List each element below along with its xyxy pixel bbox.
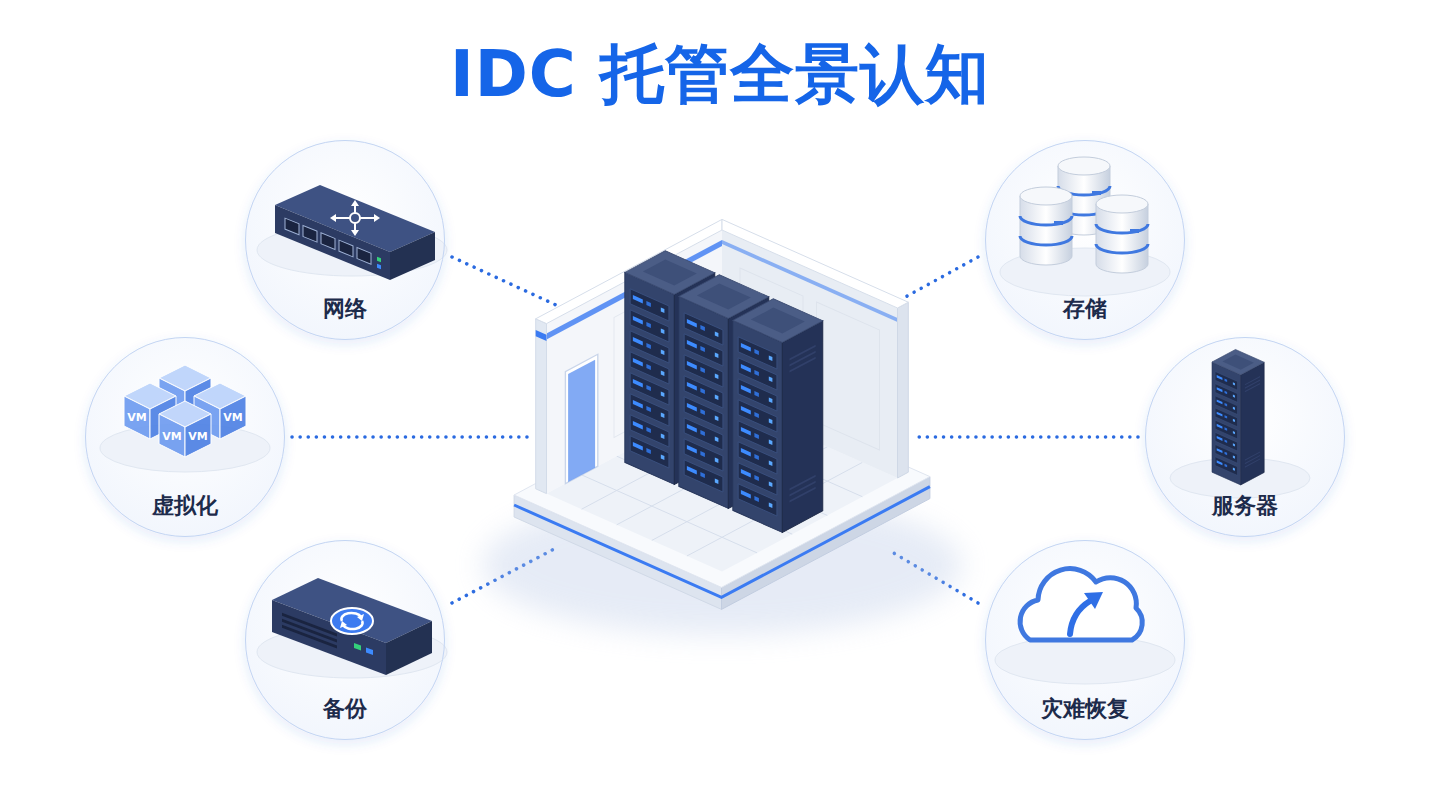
backup-icon	[354, 643, 361, 651]
virtualization-icon	[124, 396, 150, 439]
dotted-link	[292, 257, 1138, 603]
backup-icon	[366, 647, 373, 655]
icon-circle-node: 网络	[245, 140, 445, 340]
storage-icon	[1096, 195, 1148, 213]
title: IDC 托管全景认知	[0, 36, 1440, 113]
dotted-link	[452, 257, 556, 305]
backup-icon	[386, 621, 432, 675]
datacenter-room	[568, 360, 595, 482]
cloud-recovery-icon	[995, 569, 1175, 684]
network-switch-icon	[351, 230, 359, 236]
datacenter-room	[817, 302, 880, 450]
storage-icon	[1000, 157, 1170, 296]
vm-label: VM	[223, 412, 242, 423]
node-label: 存储	[1063, 296, 1107, 322]
network-switch-icon	[285, 218, 381, 269]
backup-icon	[282, 625, 337, 649]
icon-circle	[85, 337, 285, 537]
virtualization-icon	[220, 396, 246, 439]
backup-icon	[340, 621, 347, 628]
storage-icon	[1058, 157, 1110, 175]
backup-icon	[357, 614, 364, 621]
datacenter-room	[733, 299, 823, 533]
icon-circle-node: 备份	[245, 540, 445, 740]
virtualization-icon	[100, 365, 270, 472]
network-switch-icon	[330, 214, 336, 222]
storage-icon	[1020, 216, 1072, 225]
vm-label: VM	[188, 431, 207, 442]
storage-icon	[1020, 187, 1072, 205]
storage-icon	[1020, 236, 1072, 245]
network-switch-icon	[351, 200, 359, 206]
icon-circle-node: 存储	[985, 140, 1185, 340]
cloud-recovery-icon	[1020, 569, 1142, 640]
icon-circle	[985, 140, 1185, 340]
storage-icon	[1092, 191, 1101, 195]
backup-icon	[257, 578, 447, 678]
datacenter-room	[536, 319, 547, 494]
network-switch-icon	[377, 257, 381, 263]
node-label: 网络	[323, 296, 367, 322]
network-switch-icon	[377, 264, 381, 270]
virtualization-icon	[159, 414, 185, 457]
network-switch-icon	[275, 205, 390, 280]
node-label: 灾难恢复	[1041, 696, 1129, 722]
dotted-link	[912, 435, 1138, 439]
node-label: 虚拟化	[152, 493, 218, 519]
icon-circle-node: 灾难恢复	[985, 540, 1185, 740]
datacenter-room	[482, 219, 962, 635]
datacenter-room	[565, 354, 597, 483]
server-icon	[1170, 349, 1310, 498]
storage-icon	[1020, 196, 1072, 265]
network-switch-icon	[303, 225, 317, 242]
network-switch-icon	[350, 213, 360, 223]
icon-circle	[85, 140, 1345, 740]
network-switch-icon	[257, 185, 447, 280]
datacenter-room	[898, 302, 909, 478]
icon-circle	[985, 540, 1185, 740]
network-switch-icon	[374, 214, 380, 222]
network-switch-icon	[390, 232, 435, 280]
network-switch-icon	[339, 240, 353, 257]
storage-icon	[1096, 224, 1148, 233]
network-switch-icon	[357, 248, 371, 265]
storage-icon	[1054, 221, 1063, 225]
icon-circle-node: 服务器	[1145, 337, 1345, 537]
virtualization-icon	[124, 365, 246, 457]
server-icon	[1212, 349, 1264, 484]
network-switch-icon	[330, 200, 380, 236]
cloud-recovery-icon	[1070, 601, 1090, 634]
dotted-link	[292, 435, 528, 439]
network-switch-icon	[321, 233, 335, 250]
backup-icon	[331, 608, 373, 634]
storage-icon	[1130, 229, 1139, 233]
storage-icon	[1096, 204, 1148, 273]
cloud-recovery-icon	[1084, 592, 1103, 609]
vm-label: VM	[127, 412, 146, 423]
network-switch-icon	[334, 204, 376, 232]
icon-circle-node: 虚拟化	[85, 337, 285, 537]
datacenter-room	[536, 330, 547, 341]
cloud-recovery-icon	[995, 636, 1175, 684]
node-label: 备份	[323, 696, 367, 722]
vm-label: VM	[162, 431, 181, 442]
dotted-link	[900, 257, 978, 300]
storage-icon	[1096, 244, 1148, 253]
node-label: 服务器	[1212, 493, 1278, 519]
virtualization-icon	[185, 414, 211, 457]
network-switch-icon	[285, 218, 299, 235]
backup-icon	[272, 600, 386, 675]
network-switch-icon	[361, 217, 376, 219]
network-switch-icon	[334, 217, 349, 219]
icon-circle	[1145, 337, 1345, 537]
